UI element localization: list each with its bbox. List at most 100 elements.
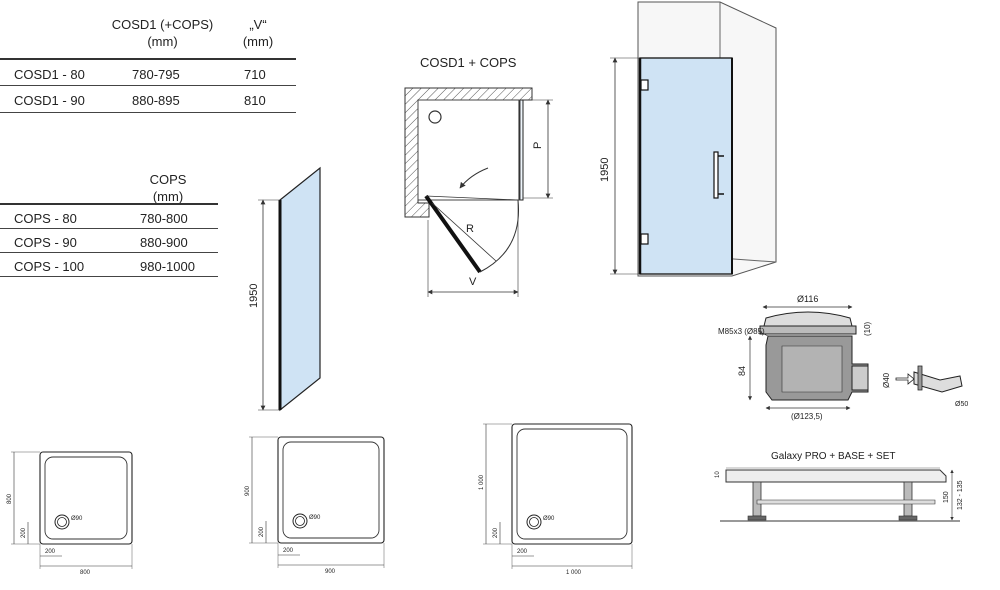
dim-depth-label: 900 bbox=[245, 485, 251, 496]
plan-title: COSD1 + COPS bbox=[420, 55, 517, 70]
tray-outer bbox=[511, 423, 633, 545]
drain-hole-inner bbox=[295, 516, 305, 526]
hinge-icon bbox=[640, 79, 649, 91]
support-leg bbox=[903, 481, 913, 517]
dim-offset-y-label: 200 bbox=[493, 527, 499, 538]
table2-header-cops: COPS (mm) bbox=[128, 171, 208, 205]
panel-elevation: 1950 bbox=[248, 166, 321, 412]
dim-offset-x-label: 200 bbox=[517, 549, 528, 555]
drain-hole-inner bbox=[529, 517, 539, 527]
table-cell: 980-1000 bbox=[140, 259, 195, 274]
galaxy-range-dim: 132 - 135 bbox=[957, 480, 964, 510]
drain-depth-dim: (10) bbox=[863, 321, 872, 336]
drain-hole bbox=[292, 513, 308, 529]
door-leaf bbox=[424, 194, 482, 274]
drain-hole bbox=[54, 514, 70, 530]
drain-top-dim: Ø116 bbox=[797, 294, 818, 304]
frame-bar bbox=[756, 499, 936, 505]
table-cell: 880-895 bbox=[132, 93, 180, 108]
galaxy-title: Galaxy PRO + BASE + SET bbox=[771, 451, 896, 462]
table-cell: COSD1 - 90 bbox=[14, 93, 85, 108]
panel-height-label: 1950 bbox=[248, 284, 260, 308]
fixed-panel bbox=[518, 99, 524, 201]
drain-pipe-dim: Ø50 bbox=[955, 401, 968, 408]
label-p: P bbox=[532, 142, 544, 149]
dim-width-label: 800 bbox=[80, 570, 91, 576]
size-table-cosd1: COSD1 (+COPS) (mm) „V“ (mm) COSD1 - 80 7… bbox=[0, 0, 296, 118]
swing-arrow bbox=[459, 167, 489, 189]
table1-row-divider bbox=[0, 85, 296, 86]
table1-rule bbox=[0, 58, 296, 60]
dim-offset-x-label: 200 bbox=[283, 548, 294, 554]
galaxy-base-set: Galaxy PRO + BASE + SET 10 150 132 - 135 bbox=[715, 451, 964, 522]
dim-width-label: 900 bbox=[325, 569, 336, 575]
dim-offset-y-label: 200 bbox=[259, 526, 265, 537]
swing-arc bbox=[479, 199, 520, 273]
pipe-arrow-icon bbox=[895, 373, 915, 385]
drain-outlet bbox=[851, 365, 869, 391]
drain-flange bbox=[759, 325, 857, 335]
table-cell: COSD1 - 80 bbox=[14, 67, 85, 82]
table-cell: COPS - 100 bbox=[14, 259, 85, 274]
drain-pipe bbox=[913, 371, 963, 393]
dim-depth-label: 1 000 bbox=[479, 474, 485, 490]
pipe-elbow bbox=[917, 365, 923, 391]
label-v: V bbox=[469, 276, 477, 288]
tray-outer bbox=[277, 436, 385, 544]
label-r: R bbox=[466, 223, 474, 235]
table-cell: 710 bbox=[244, 67, 266, 82]
table2-row-divider bbox=[0, 228, 218, 229]
drain-cap bbox=[763, 311, 853, 327]
header-text: COSD1 (+COPS) (mm) bbox=[111, 17, 214, 49]
tray-inner bbox=[516, 428, 628, 540]
drain-hole bbox=[526, 514, 542, 530]
table2-rule bbox=[0, 203, 218, 205]
drain-hole-label: Ø90 bbox=[309, 515, 321, 521]
drain-circle bbox=[428, 110, 442, 124]
drain-inner bbox=[781, 345, 843, 393]
size-table-cops: COPS (mm) COPS - 80 780-800 COPS - 90 88… bbox=[0, 160, 218, 280]
drain-hole-label: Ø90 bbox=[71, 516, 83, 522]
drain-height-dim: 84 bbox=[737, 366, 747, 376]
drain-hole-label: Ø90 bbox=[543, 516, 555, 522]
table2-row-divider bbox=[0, 276, 218, 277]
table2-row-divider bbox=[0, 252, 218, 253]
drain-hole-inner bbox=[57, 517, 67, 527]
table-cell: COPS - 90 bbox=[14, 235, 77, 250]
table-cell: 780-800 bbox=[140, 211, 188, 226]
drain-thread: M85x3 (Ø85) bbox=[718, 327, 765, 336]
tray-outer bbox=[39, 451, 133, 545]
door-height-label: 1950 bbox=[599, 158, 611, 182]
hinge-icon bbox=[640, 233, 649, 245]
table1-header-v: „V“ (mm) bbox=[228, 16, 288, 50]
door-handle bbox=[713, 151, 719, 199]
header-text: COPS (mm) bbox=[149, 172, 187, 204]
table-cell: 810 bbox=[244, 93, 266, 108]
drain-base-dim: (Ø123,5) bbox=[791, 412, 823, 421]
drain-detail: Ø116 M85x3 (Ø85) (10) 84 Ø40 (Ø123,5) Ø5… bbox=[718, 294, 968, 421]
table-cell: 880-900 bbox=[140, 235, 188, 250]
panel-glass bbox=[279, 166, 321, 412]
plan-view: COSD1 + COPS R P V bbox=[404, 55, 553, 297]
table-cell: 780-795 bbox=[132, 67, 180, 82]
tray-outline bbox=[417, 99, 521, 201]
table1-header-cosd1-cops: COSD1 (+COPS) (mm) bbox=[105, 16, 220, 50]
tray-inner bbox=[44, 456, 128, 540]
tray-profile bbox=[725, 469, 947, 483]
leg-foot bbox=[898, 515, 918, 521]
radius-line bbox=[431, 202, 497, 262]
table-cell: COPS - 80 bbox=[14, 211, 77, 226]
leg-foot bbox=[747, 515, 767, 521]
galaxy-small-dim: 10 bbox=[715, 471, 721, 478]
header-text: „V“ (mm) bbox=[242, 17, 274, 49]
dim-depth-label: 800 bbox=[7, 493, 13, 504]
drain-outlet-dim: Ø40 bbox=[882, 372, 891, 388]
galaxy-height-dim: 150 bbox=[943, 491, 950, 503]
dim-offset-y-label: 200 bbox=[21, 527, 27, 538]
dim-offset-x-label: 200 bbox=[45, 549, 56, 555]
swing-radius bbox=[425, 195, 519, 201]
tray-inner bbox=[282, 441, 380, 539]
support-leg bbox=[752, 481, 762, 517]
